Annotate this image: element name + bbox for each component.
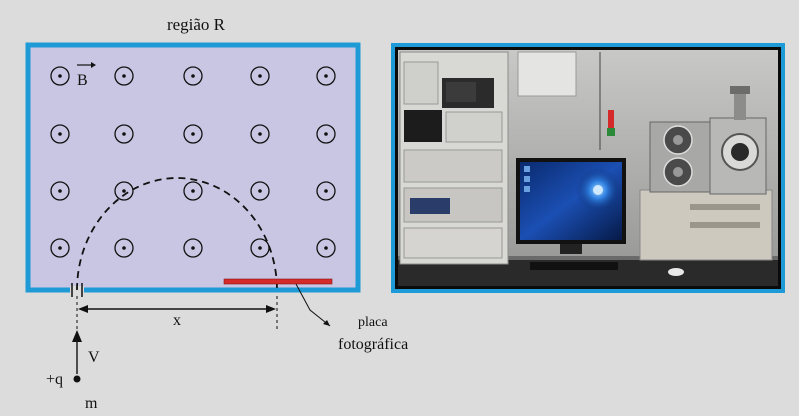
field-out-of-page-icon — [316, 66, 336, 86]
field-out-of-page-icon — [50, 66, 70, 86]
monitor — [516, 158, 626, 270]
field-out-of-page-icon — [50, 124, 70, 144]
charge-label: +q — [46, 371, 63, 388]
distance-dimension: x — [76, 296, 278, 330]
equipment-photo — [391, 43, 785, 293]
charged-particle — [73, 375, 81, 383]
plate-leader-line — [295, 283, 331, 327]
velocity-label: V — [88, 349, 100, 366]
field-out-of-page-icon — [316, 238, 336, 258]
field-out-of-page-icon — [50, 181, 70, 201]
field-out-of-page-icon — [183, 238, 203, 258]
photographic-plate — [223, 278, 333, 285]
field-out-of-page-icon — [114, 66, 134, 86]
plate-label-line1: placa — [358, 315, 388, 330]
field-out-of-page-icon — [183, 66, 203, 86]
field-out-of-page-icon — [183, 181, 203, 201]
field-symbol-grid — [50, 66, 336, 258]
field-label: B — [77, 72, 88, 89]
field-vector-label: B — [77, 62, 96, 89]
region-label: região R — [167, 15, 226, 34]
field-out-of-page-icon — [316, 124, 336, 144]
field-out-of-page-icon — [250, 181, 270, 201]
field-out-of-page-icon — [114, 181, 134, 201]
field-out-of-page-icon — [183, 124, 203, 144]
distance-label: x — [173, 312, 181, 329]
field-out-of-page-icon — [250, 66, 270, 86]
velocity-arrow — [72, 330, 82, 374]
field-out-of-page-icon — [50, 238, 70, 258]
mass-label: m — [85, 395, 98, 412]
plate-label-line2: fotográfica — [338, 336, 408, 353]
field-out-of-page-icon — [114, 238, 134, 258]
field-out-of-page-icon — [114, 124, 134, 144]
field-out-of-page-icon — [250, 124, 270, 144]
instrument-rack — [399, 51, 509, 265]
field-out-of-page-icon — [316, 181, 336, 201]
particle-trajectory — [76, 177, 278, 291]
spectrometer-unit — [639, 86, 773, 276]
